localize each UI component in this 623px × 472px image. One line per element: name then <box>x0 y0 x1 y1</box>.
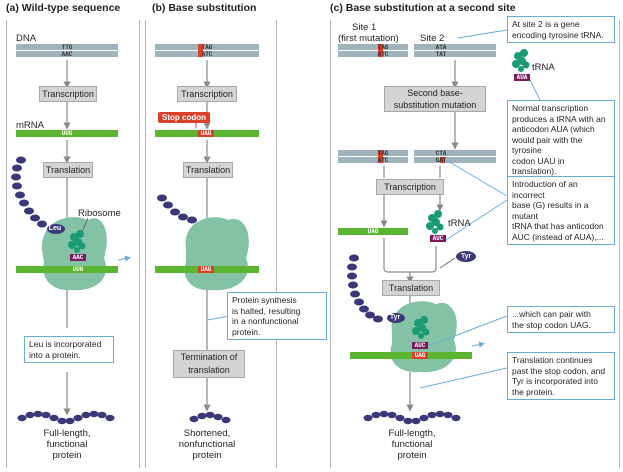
tyr-ribo: Tyr <box>389 314 401 321</box>
panel-a-frame <box>6 20 140 468</box>
site1-label: Site 1 <box>352 22 377 33</box>
anticodon-a: AAC <box>72 254 84 261</box>
mutant-trna <box>426 210 444 234</box>
shortened-protein <box>189 411 231 424</box>
site1-top: TAG <box>377 44 389 51</box>
ribo-anticodon-c: AUC <box>414 342 426 349</box>
tyr-free: Tyr <box>456 251 476 262</box>
panel-c-frame <box>330 20 620 468</box>
polypeptide-chain-c <box>347 254 383 323</box>
mrna-seq-c: UAG <box>367 228 379 235</box>
polypeptide-chain <box>11 156 47 228</box>
c2-site1-top: TAG <box>377 150 389 157</box>
ribosome-trna-c <box>412 316 430 339</box>
polypeptide-chain-b <box>157 194 197 224</box>
mrna-strand <box>16 266 118 273</box>
full-length-protein-a <box>17 410 115 425</box>
full-length-protein-c <box>363 410 461 425</box>
dna-top-seq-b: TAG <box>201 44 213 51</box>
site2-top: ATA <box>435 44 447 51</box>
ribosome-label: Ribosome <box>78 208 121 219</box>
dna-strand <box>16 51 118 57</box>
panel-c-title: (c) Base substitution at a second site <box>330 2 516 14</box>
dna-strand <box>16 44 118 50</box>
panel-b-title: (b) Base substitution <box>152 2 257 14</box>
trna-shape <box>68 230 86 253</box>
translation-box-a: Translation <box>43 162 93 178</box>
stop-codon-badge: Stop codon <box>158 112 210 123</box>
normal-trna <box>512 49 530 72</box>
panel-b-frame <box>145 20 277 468</box>
translation-box-b: Translation <box>183 162 233 178</box>
ribo-codon-c: UAG <box>414 352 426 359</box>
codon-ribo-b: UAG <box>200 266 212 273</box>
translation-box-c: Translation <box>382 280 440 296</box>
dna-top-seq: TTG <box>61 44 73 51</box>
panel-a-graphics <box>11 44 131 425</box>
transcription-box-c: Transcription <box>376 179 444 195</box>
mrna-label: mRNA <box>16 120 44 131</box>
mrna-seq-b: UAG <box>200 130 212 137</box>
trna-label-1: tRNA <box>532 62 555 73</box>
panel-a-title: (a) Wild-type sequence <box>6 2 121 14</box>
trna-label-2: tRNA <box>448 218 471 229</box>
panel-c-graphics <box>206 29 541 425</box>
leu-label: Leu <box>48 225 62 232</box>
site2-label: Site 2 <box>420 33 445 44</box>
transcription-box-a: Transcription <box>39 86 97 102</box>
dna-bottom-seq-b: ATC <box>201 51 213 58</box>
transcription-box-b: Transcription <box>177 86 237 102</box>
c2-site1-bottom: ATC <box>377 157 389 164</box>
normal-anticodon: AUA <box>516 74 528 81</box>
dna-bottom-seq: AAC <box>61 51 73 58</box>
c2-site2-top: CTA <box>435 150 447 157</box>
mrna-strand <box>16 130 118 137</box>
c2-site2-bottom: GAT <box>435 157 447 164</box>
site1-bottom: ATC <box>377 51 389 58</box>
dna-label: DNA <box>16 33 37 44</box>
mutant-anticodon: AUC <box>432 235 444 242</box>
site2-bottom: TAT <box>435 51 447 58</box>
codon-ribo-a: UUG <box>72 266 84 273</box>
mutation-box: Second base-substitution mutation <box>384 86 486 112</box>
mrna-seq-a: UUG <box>61 130 73 137</box>
site1-sub: (first mutation) <box>338 33 399 44</box>
panel-b-graphics <box>155 44 259 424</box>
